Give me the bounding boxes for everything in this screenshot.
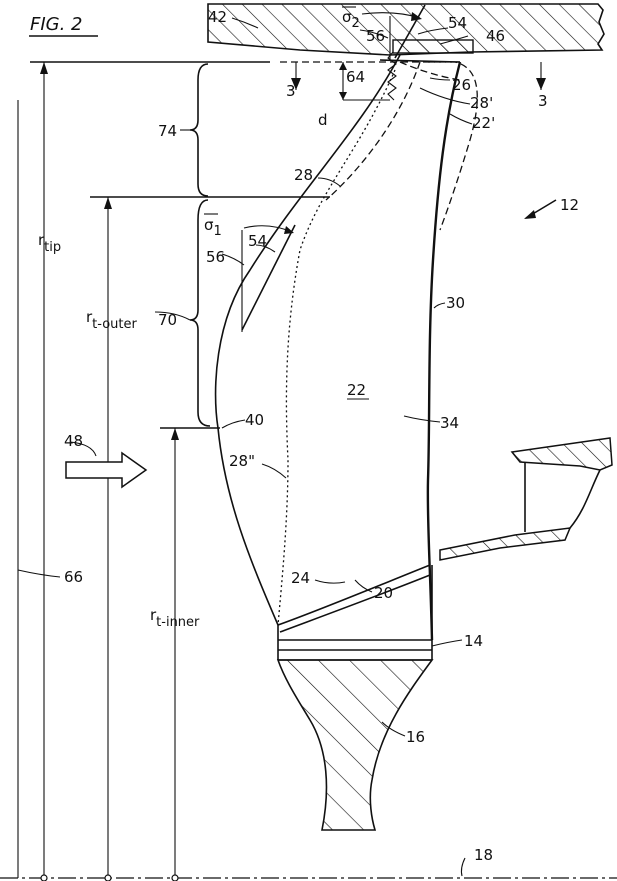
leading-edge-28	[216, 55, 400, 625]
label-28dblprime: 28"	[229, 452, 255, 470]
label-42: 42	[208, 8, 227, 26]
flow-arrow-48	[66, 453, 146, 487]
axis-point-inner	[172, 875, 178, 881]
leader-30	[434, 303, 445, 308]
label-26: 26	[452, 76, 471, 94]
r-tip-subscript: tip	[44, 240, 61, 255]
leader-18	[461, 858, 465, 876]
label-34: 34	[440, 414, 459, 432]
vane-inner-band	[440, 528, 570, 560]
arrow-12	[524, 210, 536, 219]
sigma2-symbol: σ	[342, 8, 352, 26]
label-3b: 3	[538, 92, 548, 110]
axis-point-tip	[41, 875, 47, 881]
r-tip-label: rtip	[38, 231, 61, 255]
sigma1-symbol: σ	[204, 216, 214, 234]
label-74: 74	[158, 122, 177, 140]
leader-56b	[222, 254, 244, 265]
label-70: 70	[158, 311, 177, 329]
label-24: 24	[291, 569, 310, 587]
r-tip-arrow	[40, 62, 48, 74]
vane-trailing-edge	[570, 470, 600, 528]
vane-outer-band	[512, 438, 612, 470]
figure-title: FIG. 2	[30, 14, 83, 35]
label-56a: 56	[366, 27, 385, 45]
leader-26	[430, 78, 450, 80]
leader-28dblprime	[262, 464, 286, 478]
r-outer-arrow	[104, 197, 112, 209]
clearance-arrow-down	[339, 92, 347, 100]
label-3a: 3	[286, 82, 296, 100]
blade-22	[216, 55, 460, 640]
stator-vane	[440, 438, 612, 560]
leader-22prime	[450, 114, 472, 124]
label-54a: 54	[448, 14, 467, 32]
label-54b: 54	[248, 232, 267, 250]
label-28prime: 28'	[470, 94, 493, 112]
label-18: 18	[474, 846, 493, 864]
label-16: 16	[406, 728, 425, 746]
label-30: 30	[446, 294, 465, 312]
brace-74	[190, 64, 208, 196]
label-22prime: 22'	[472, 114, 495, 132]
section-arrow-right	[536, 78, 546, 90]
leading-edge-28prime	[326, 62, 420, 200]
sigma1-subscript: 1	[214, 224, 222, 239]
label-46: 46	[486, 27, 505, 45]
label-22: 22	[347, 381, 366, 399]
leading-edge-28dblprime	[278, 70, 395, 625]
sigma1-label: σ1	[204, 216, 222, 239]
label-48: 48	[64, 432, 83, 450]
r-outer-subscript: t-outer	[92, 317, 137, 332]
label-d: d	[318, 111, 328, 129]
label-20: 20	[374, 584, 393, 602]
label-40: 40	[245, 411, 264, 429]
r-inner-arrow	[171, 428, 179, 440]
leader-34	[404, 416, 440, 422]
tip-curve-26	[400, 62, 460, 80]
label-28: 28	[294, 166, 313, 184]
sigma2-subscript: 2	[352, 16, 360, 31]
r-inner-subscript: t-inner	[156, 615, 200, 630]
label-12: 12	[560, 196, 579, 214]
leader-14	[432, 640, 462, 646]
label-14: 14	[464, 632, 483, 650]
label-56b: 56	[206, 248, 225, 266]
axis-point-outer	[105, 875, 111, 881]
label-66: 66	[64, 568, 83, 586]
leader-66	[18, 570, 60, 577]
r-outer-label: rt-outer	[86, 308, 137, 332]
leader-28	[318, 178, 340, 186]
leader-40	[222, 420, 245, 428]
label-64: 64	[346, 68, 365, 86]
leader-24	[315, 580, 345, 583]
